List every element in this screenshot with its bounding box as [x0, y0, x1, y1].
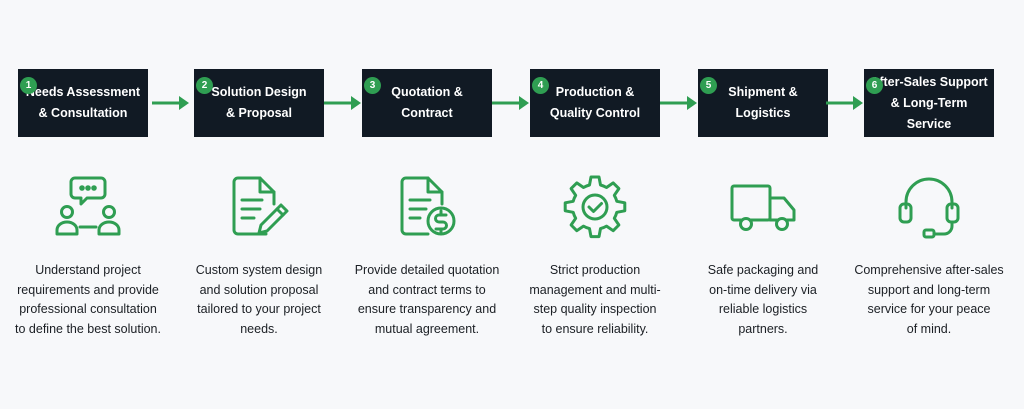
step-title: Needs Assessment & Consultation [25, 85, 141, 120]
step-number-badge: 6 [866, 77, 883, 94]
step-number-badge: 1 [20, 77, 37, 94]
step-4-description: Strict production management and multi- … [529, 263, 661, 336]
gear-check-icon [563, 175, 627, 239]
step-number-badge: 4 [532, 77, 549, 94]
arrow-right-icon [324, 96, 361, 110]
document-dollar-icon [400, 176, 456, 236]
step-title: Shipment & Logistics [728, 85, 798, 120]
step-3-description: Provide detailed quotation and contract … [354, 263, 500, 336]
step-6-box: 6 After-Sales Support & Long-Term Servic… [864, 69, 994, 137]
step-3-box: 3 Quotation & Contract [362, 69, 492, 137]
arrow-right-icon [152, 96, 189, 110]
step-title: Solution Design & Proposal [211, 85, 307, 120]
headset-icon [898, 177, 960, 239]
step-title: After-Sales Support & Long-Term Service [870, 74, 988, 131]
step-number-badge: 2 [196, 77, 213, 94]
delivery-truck-icon [730, 184, 796, 231]
arrow-right-icon [826, 96, 863, 110]
step-title: Production & Quality Control [549, 85, 641, 120]
step-number-badge: 5 [700, 77, 717, 94]
step-4-box: 4 Production & Quality Control [530, 69, 660, 137]
step-number-badge: 3 [364, 77, 381, 94]
arrow-right-icon [492, 96, 529, 110]
step-1-description: Understand project requirements and prov… [15, 263, 161, 336]
step-title: Quotation & Contract [391, 85, 463, 120]
arrow-right-icon [660, 96, 697, 110]
step-2-box: 2 Solution Design & Proposal [194, 69, 324, 137]
step-5-description: Safe packaging and on-time delivery via … [707, 263, 819, 336]
step-5-box: 5 Shipment & Logistics [698, 69, 828, 137]
document-pencil-icon [232, 176, 289, 236]
step-1-box: 1 Needs Assessment & Consultation [18, 69, 148, 137]
consultation-chat-icon [55, 176, 121, 236]
step-6-description: Comprehensive after-sales support and lo… [854, 263, 1004, 336]
step-2-description: Custom system design and solution propos… [195, 263, 323, 336]
